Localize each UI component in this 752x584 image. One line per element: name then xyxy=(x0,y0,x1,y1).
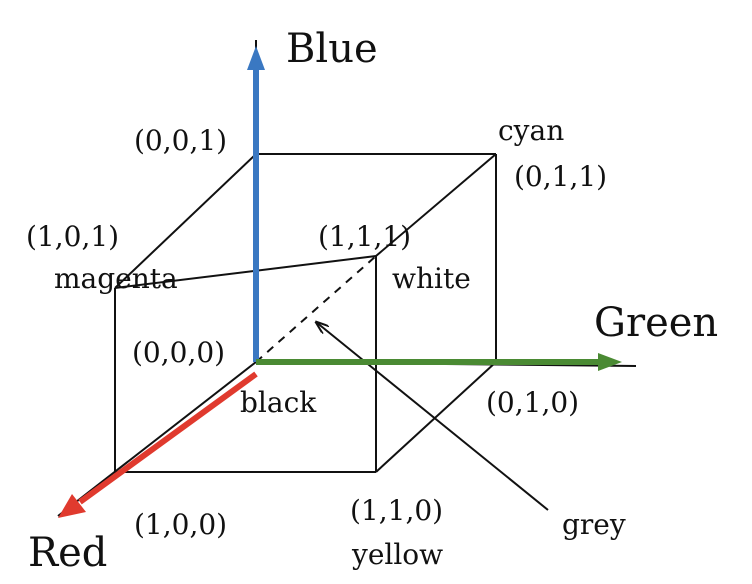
vertex-white-coords: (1,1,1) xyxy=(318,220,411,253)
red-axis-label: Red xyxy=(28,530,107,576)
vertex-blue-coords: (0,0,1) xyxy=(134,124,227,157)
vertex-red-coords: (1,0,0) xyxy=(134,508,227,541)
vertex-magenta-coords: (1,0,1) xyxy=(26,220,119,253)
edge-green-yellow xyxy=(375,361,497,473)
vertex-cyan-coords: (0,1,1) xyxy=(514,160,607,193)
vertex-magenta-name: magenta xyxy=(54,262,178,295)
green-axis-label: Green xyxy=(594,300,718,346)
blue-axis-label: Blue xyxy=(286,26,378,72)
grey-label: grey xyxy=(562,508,626,541)
edge-magenta-white xyxy=(114,255,377,289)
grey-pointer-arrow xyxy=(316,322,549,511)
vertex-yellow-name: yellow xyxy=(351,538,443,571)
green-axis-arrowhead xyxy=(598,353,622,371)
axes xyxy=(57,40,637,518)
vertex-cyan-name: cyan xyxy=(498,114,564,147)
vertex-yellow-coords: (1,1,0) xyxy=(350,494,443,527)
grey-diagonal xyxy=(255,255,377,363)
vertex-white-name: white xyxy=(392,262,471,295)
vertex-black-name: black xyxy=(240,386,317,419)
red-axis-arrowhead xyxy=(58,494,86,518)
vertex-black-coords: (0,0,0) xyxy=(132,336,225,369)
edge-blue-magenta xyxy=(114,153,257,289)
cube-edges xyxy=(114,153,497,473)
red-axis-line xyxy=(78,371,258,505)
vertex-green-coords: (0,1,0) xyxy=(486,386,579,419)
edge-cyan-white xyxy=(375,153,497,257)
blue-axis-arrowhead xyxy=(247,46,265,70)
